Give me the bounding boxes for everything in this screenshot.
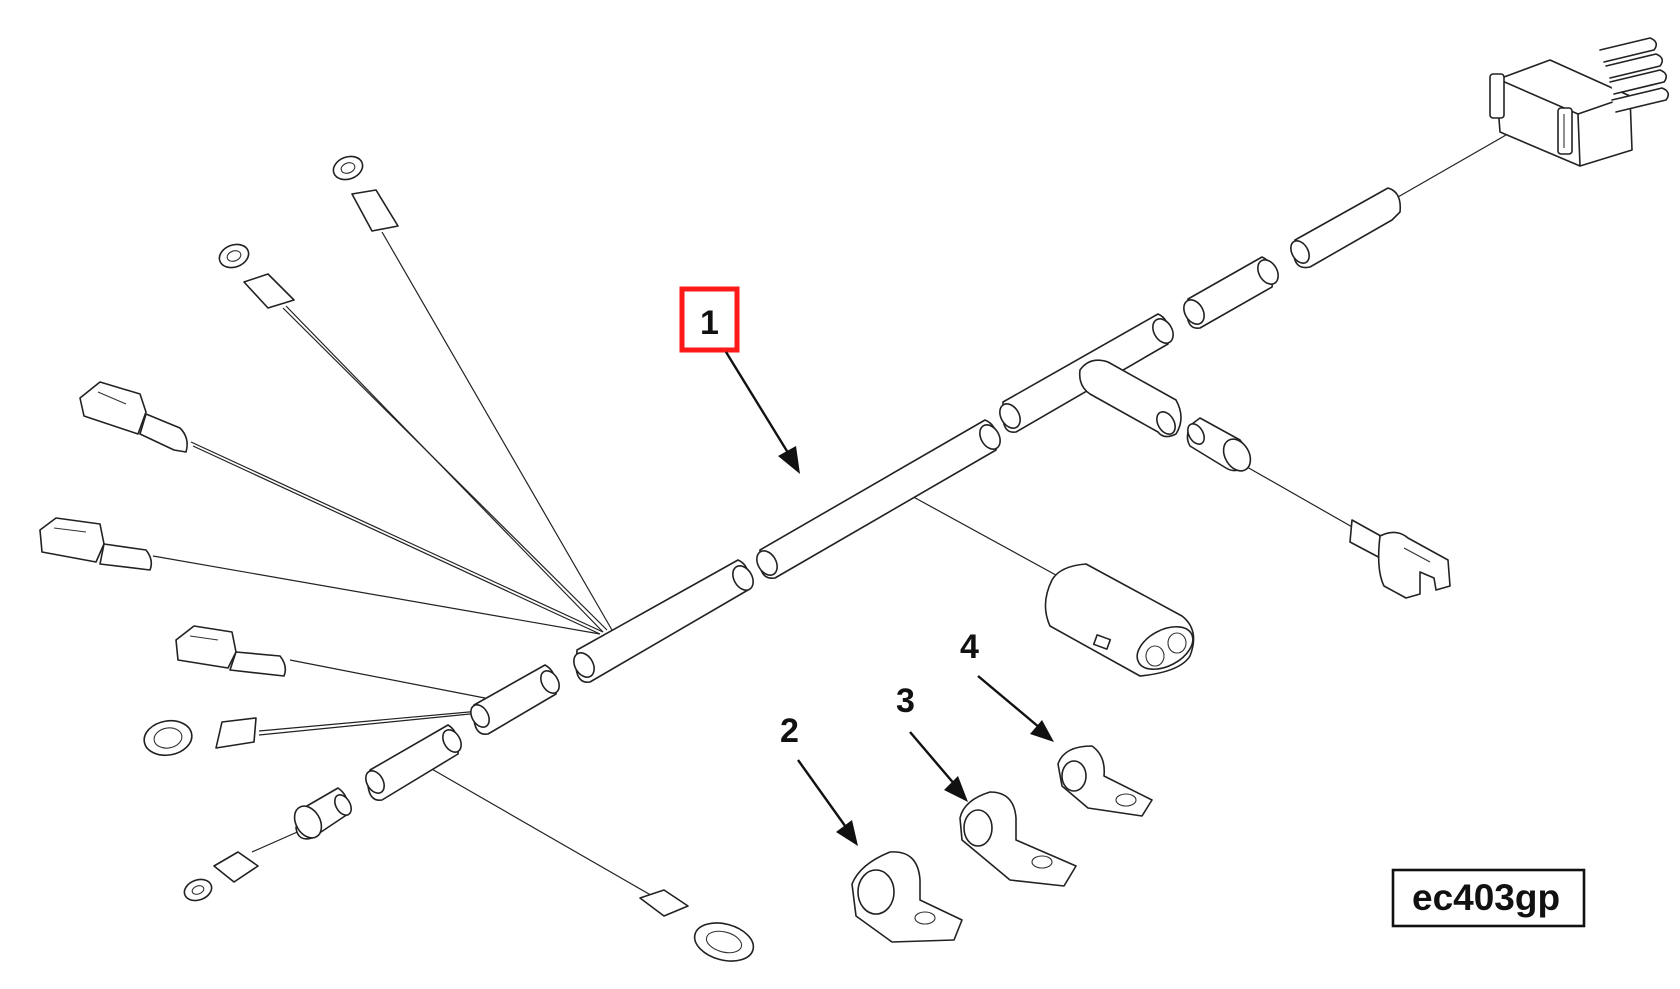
fan-wires — [152, 126, 1521, 906]
fork-terminal-3 — [175, 625, 287, 677]
callout-1-highlight-box — [679, 286, 740, 353]
cable-clamp-2 — [851, 851, 963, 943]
harness-trunk — [293, 187, 1402, 840]
ring-terminal-4 — [183, 851, 259, 902]
ring-terminal-2 — [218, 243, 295, 309]
callout-1-number: 1 — [700, 304, 719, 342]
fork-terminals-left — [39, 381, 287, 677]
cable-clamp-3 — [959, 791, 1077, 887]
callout-2-number: 2 — [780, 712, 799, 750]
cable-clamp-4 — [1057, 745, 1153, 817]
callout-3[interactable]: 3 — [896, 682, 968, 802]
drawing-id-label: ec403gp — [1391, 868, 1586, 928]
callout-4-number: 4 — [960, 628, 979, 666]
fork-terminal-1 — [79, 381, 188, 453]
two-cavity-connector — [1044, 563, 1195, 677]
fork-terminal-2 — [39, 517, 153, 571]
ring-terminal-5 — [639, 889, 755, 962]
callout-3-number: 3 — [896, 682, 915, 720]
callout-4[interactable]: 4 — [960, 628, 1054, 742]
fork-terminal-right — [1349, 519, 1451, 599]
drawing-id-text: ec403gp — [1412, 877, 1560, 918]
connector-pins — [1599, 37, 1670, 113]
ring-terminal-3 — [143, 717, 257, 757]
ring-terminals — [143, 155, 755, 962]
multi-pin-connector — [1489, 37, 1670, 167]
callout-1[interactable]: 1 — [679, 286, 800, 474]
callout-2[interactable]: 2 — [780, 712, 858, 846]
ring-terminal-1 — [332, 155, 399, 232]
